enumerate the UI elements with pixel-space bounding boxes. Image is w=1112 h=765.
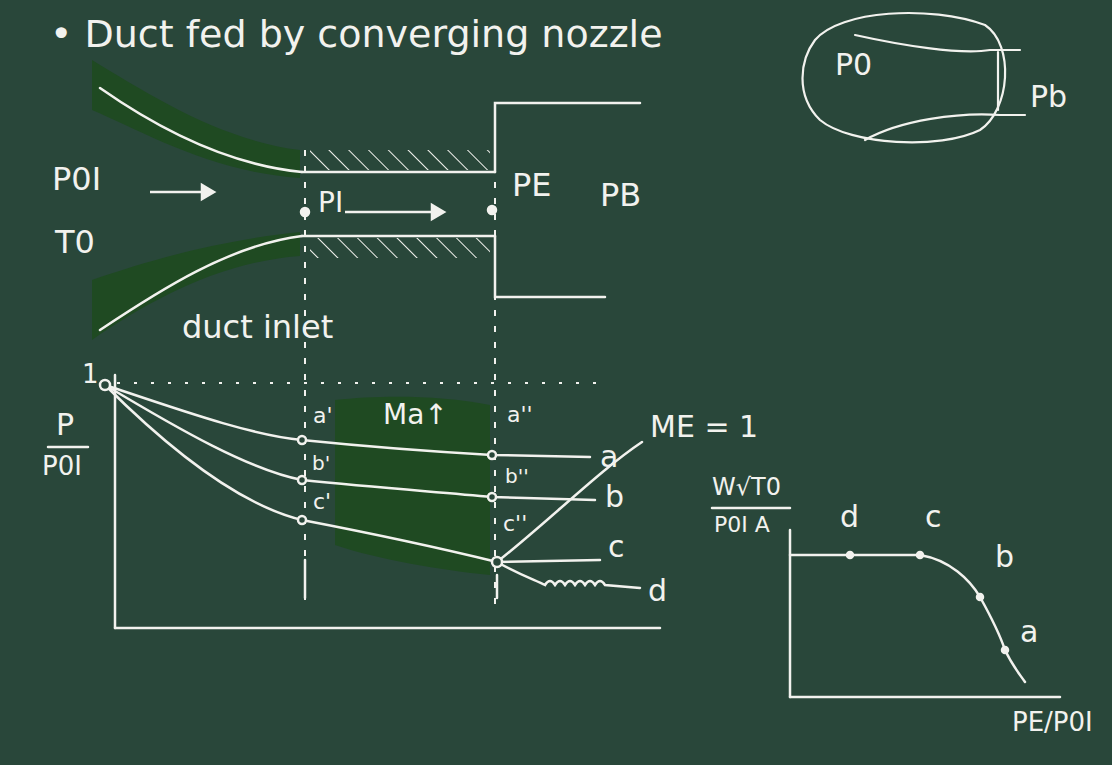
inset-sketch xyxy=(803,13,1026,142)
chalk-label: d xyxy=(840,500,859,533)
chalk-label: d xyxy=(648,574,667,607)
chalk-label: a xyxy=(600,440,618,473)
chalk-label: T0 xyxy=(55,225,95,260)
shading xyxy=(92,60,490,575)
chalk-label: PB xyxy=(600,178,641,213)
title: • Duct fed by converging nozzle xyxy=(50,14,663,56)
chalk-label: b xyxy=(995,540,1014,573)
chalk-label: P0I A xyxy=(714,513,770,537)
chalk-label: P0I xyxy=(42,452,82,481)
chalk-label: b' xyxy=(312,452,330,474)
chalk-label: PE/P0I xyxy=(1012,708,1093,737)
state-points xyxy=(100,380,502,567)
chalk-label: Pb xyxy=(1030,80,1067,113)
chalk-label: a xyxy=(1020,615,1038,648)
flow-arrows xyxy=(150,185,496,219)
chalk-label: c xyxy=(608,530,625,563)
dashed-sections xyxy=(100,150,600,610)
chalk-label: b'' xyxy=(505,465,529,487)
chalk-label: PE xyxy=(512,168,552,203)
chalk-label: PI xyxy=(318,188,343,219)
chalk-label: a'' xyxy=(507,403,533,427)
chalk-label: a' xyxy=(313,404,333,428)
chalk-label: P0I xyxy=(52,162,101,197)
chalk-label: P xyxy=(56,408,74,441)
chalk-label: 1 xyxy=(82,360,99,389)
pressure-plot xyxy=(48,375,660,628)
chalk-label: W√T0 xyxy=(712,474,781,500)
chalk-label: c'' xyxy=(503,512,527,536)
flow-chart xyxy=(712,508,1060,697)
chalk-label: b xyxy=(605,480,624,513)
chalk-label: P0 xyxy=(835,48,872,81)
chalk-label: Ma↑ xyxy=(383,400,448,431)
chalk-label: c xyxy=(925,500,942,533)
chalk-label: c' xyxy=(313,490,331,514)
chalk-label: duct inlet xyxy=(182,310,333,345)
nozzle-and-duct xyxy=(100,88,640,330)
chalk-label: ME = 1 xyxy=(650,410,758,443)
